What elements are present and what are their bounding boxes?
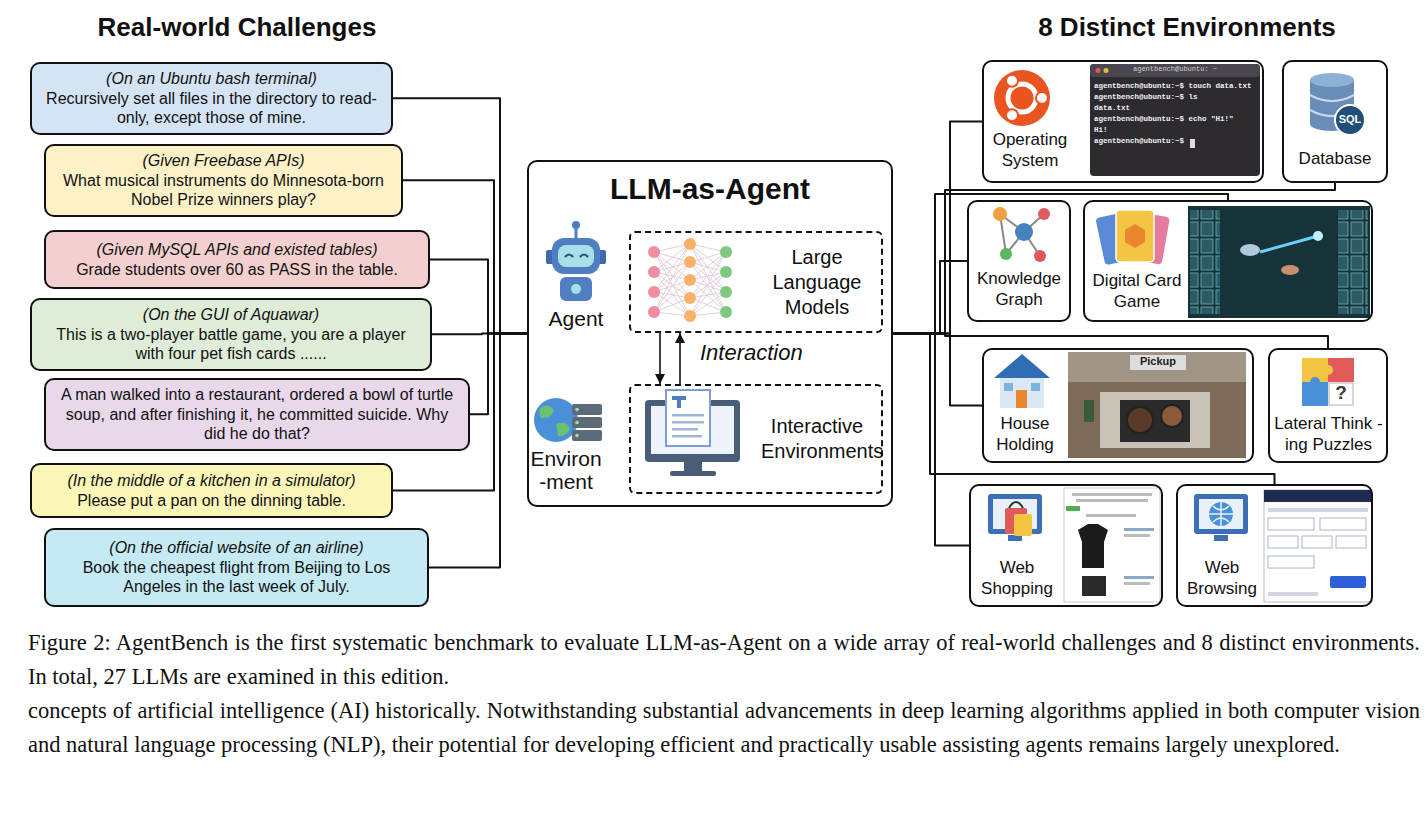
environment-box: Knowledge Graph — [967, 200, 1071, 322]
connector-line — [893, 183, 1335, 334]
connector-line — [893, 334, 1275, 485]
card-game-screenshot — [1188, 206, 1370, 318]
terminal-line: Hi! — [1094, 126, 1258, 135]
challenge-box: (On an Ubuntu bash terminal)Recursively … — [30, 62, 393, 135]
kitchen-screenshot — [1068, 352, 1246, 458]
box-label: Web Browsing — [1178, 558, 1266, 599]
challenge-box: (On the official website of an airline)B… — [44, 528, 429, 607]
agent-robot-icon — [546, 221, 606, 301]
panel-title: LLM-as-Agent — [529, 172, 891, 206]
terminal-line: data.txt — [1094, 104, 1258, 113]
environment-box: Lateral Think -ing Puzzles — [1268, 348, 1388, 463]
challenge-box: (Given Freebase APIs)What musical instru… — [44, 144, 403, 217]
game-text: Pickup — [1130, 355, 1186, 368]
box-label: Database — [1284, 149, 1386, 169]
task-text: This is a two-player battle game, you ar… — [40, 325, 422, 364]
shopping-icon — [988, 494, 1042, 541]
box-label: House Holding — [984, 414, 1066, 455]
challenge-box: (In the middle of a kitchen in a simulat… — [30, 463, 393, 518]
connector-line — [430, 260, 527, 334]
box-label: Digital Card Game — [1085, 271, 1189, 312]
section-heading: 8 Distinct Environments — [977, 12, 1397, 43]
interaction-arrow — [659, 333, 661, 384]
context-note: (In the middle of a kitchen in a simulat… — [40, 471, 383, 491]
box-label: Lateral Think -ing Puzzles — [1272, 414, 1386, 455]
environment-box: House Holding — [982, 348, 1254, 463]
interaction-arrow — [679, 333, 681, 384]
terminal-title: agentbench@ubuntu: ~ — [1115, 65, 1235, 73]
section-heading: Real-world Challenges — [27, 12, 447, 43]
component-box: Interactive Environments — [629, 384, 883, 494]
terminal-line: agentbench@ubuntu:~$ echo "Hi!" — [1094, 115, 1258, 124]
connector-line — [893, 194, 1228, 334]
box-label: Large Language Models — [761, 245, 873, 320]
box-label: Knowledge Graph — [969, 269, 1069, 310]
task-text: A man walked into a restaurant, ordered … — [54, 385, 460, 444]
context-note: (On an Ubuntu bash terminal) — [40, 69, 383, 89]
environment-box: Web Browsing — [1176, 484, 1373, 607]
challenge-box: (On the GUI of Aquawar)This is a two-pla… — [30, 298, 432, 371]
connector-line — [893, 334, 1328, 349]
ubuntu-logo — [994, 70, 1050, 126]
icon-label: Agent — [531, 306, 621, 331]
context-note: (Given Freebase APIs) — [54, 151, 393, 171]
knowledge-graph-icon — [993, 207, 1050, 262]
context-note: (On the official website of an airline) — [54, 538, 419, 558]
house-icon — [994, 354, 1050, 408]
connector-line — [893, 261, 967, 334]
environment-box: Digital Card Game — [1083, 200, 1373, 322]
figure-caption: Figure 2: AgentBench is the first system… — [28, 626, 1420, 694]
environment-box: Database — [1282, 60, 1388, 183]
interactive-environment-icon — [645, 390, 740, 476]
challenge-box: (Given MySQL APIs and existed tables)Gra… — [44, 230, 430, 289]
connector-line — [470, 334, 527, 415]
puzzle-mark: ? — [1330, 382, 1352, 405]
terminal-line: agentbench@ubuntu:~$ — [1094, 137, 1190, 146]
context-note: (Given MySQL APIs and existed tables) — [54, 240, 420, 260]
interaction-label: Interaction — [700, 340, 850, 366]
task-text: What musical instruments do Minnesota-bo… — [54, 171, 393, 210]
connector-line — [893, 334, 982, 406]
terminal-screenshot — [1090, 64, 1260, 176]
task-text: Grade students over 60 as PASS in the ta… — [54, 260, 420, 280]
box-label: Operating System — [984, 130, 1076, 171]
context-note: (On the GUI of Aquawar) — [40, 305, 422, 325]
card-game-icon — [1095, 210, 1169, 265]
task-text: Please put a pan on the dinning table. — [40, 491, 383, 511]
component-box: Large Language Models — [629, 231, 883, 333]
environment-box: Web Shopping — [969, 484, 1163, 607]
terminal-line: agentbench@ubuntu:~$ ls — [1094, 93, 1258, 102]
puzzle-icon — [1302, 358, 1354, 406]
body-text: concepts of artificial intelligence (AI)… — [28, 694, 1420, 762]
browsing-icon — [1194, 494, 1248, 541]
environment-icon — [534, 398, 602, 442]
sql-badge: SQL — [1335, 113, 1365, 126]
task-text: Book the cheapest flight from Beijing to… — [54, 558, 419, 597]
box-label: Web Shopping — [971, 558, 1063, 599]
database-icon — [1310, 73, 1365, 135]
task-text: Recursively set all files in the directo… — [40, 89, 383, 128]
neural-network-icon — [648, 238, 732, 322]
icon-label: Environ -ment — [526, 448, 606, 493]
browsing-screenshot — [1264, 490, 1372, 602]
terminal-line: agentbench@ubuntu:~$ touch data.txt — [1094, 82, 1258, 91]
box-label: Interactive Environments — [761, 414, 873, 464]
shopping-screenshot — [1064, 488, 1160, 602]
challenge-box: A man walked into a restaurant, ordered … — [44, 378, 470, 451]
